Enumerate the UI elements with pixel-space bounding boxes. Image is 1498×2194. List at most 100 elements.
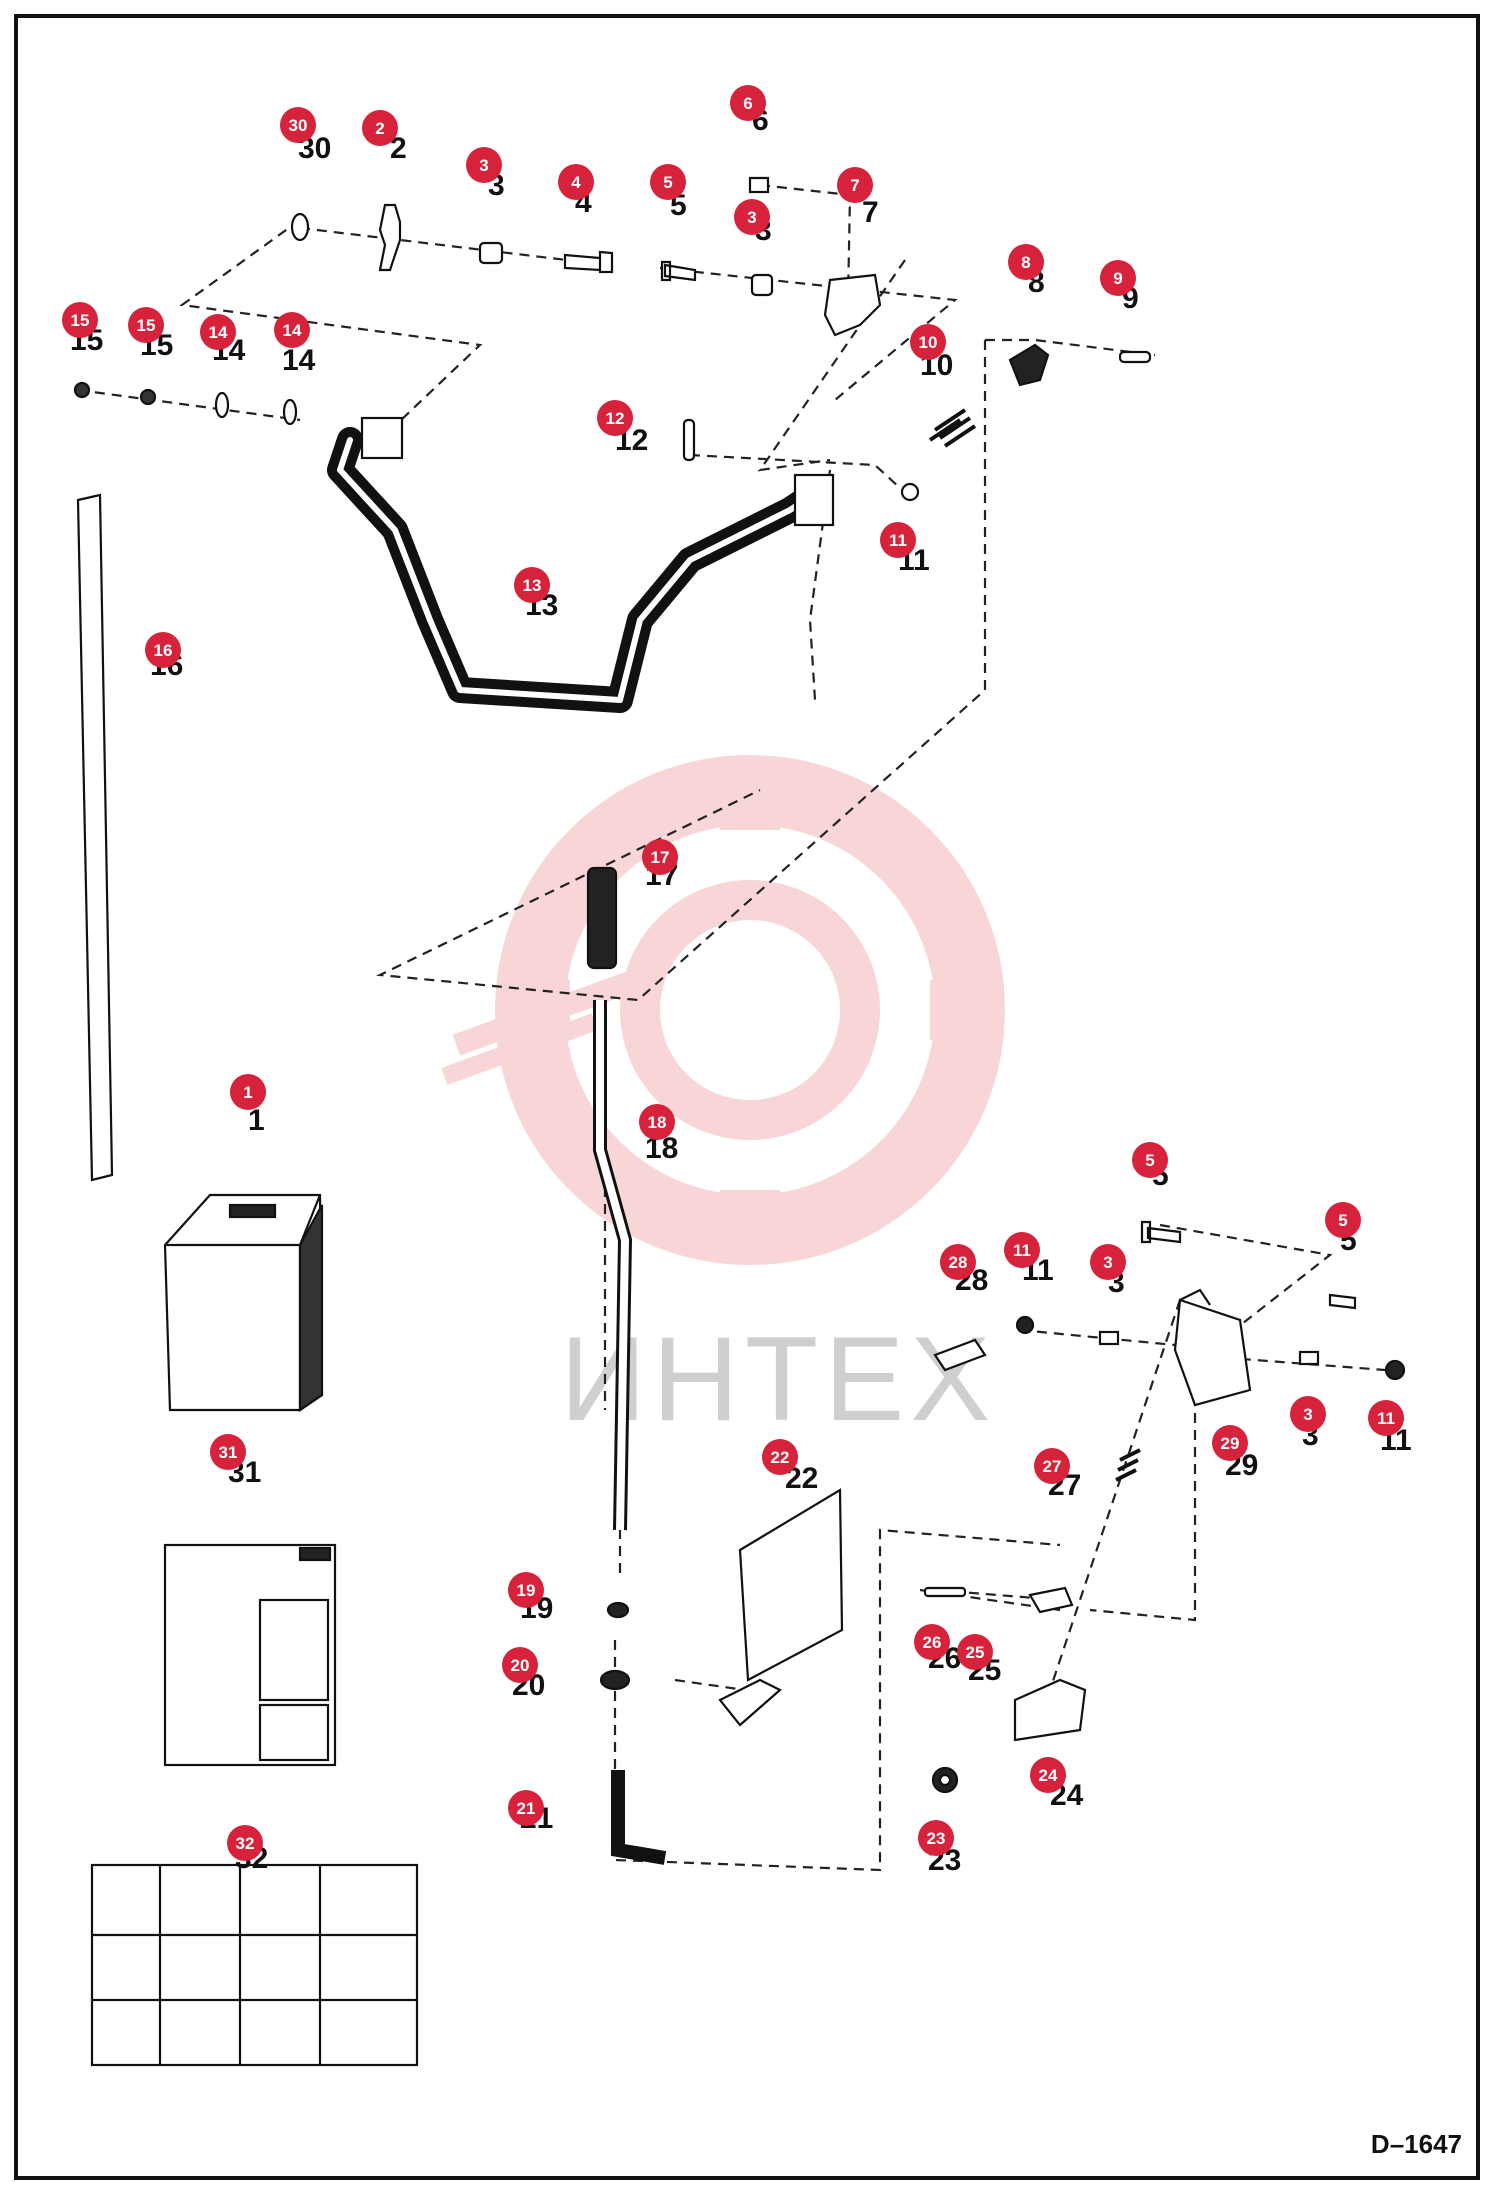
svg-text:22: 22 xyxy=(771,1448,790,1467)
callout-4: 4 xyxy=(558,164,594,200)
label-num: 7 xyxy=(862,196,879,229)
callout-3c: 3 xyxy=(1090,1244,1126,1280)
svg-text:23: 23 xyxy=(927,1829,946,1848)
svg-text:29: 29 xyxy=(1221,1434,1240,1453)
callout-1: 1 xyxy=(230,1074,266,1110)
callout-5b: 5 xyxy=(1132,1142,1168,1178)
svg-text:26: 26 xyxy=(923,1633,942,1652)
callout-11b: 11 xyxy=(1004,1232,1040,1268)
svg-text:12: 12 xyxy=(606,409,625,428)
callout-6: 6 xyxy=(730,85,766,121)
callout-7: 7 xyxy=(837,167,873,203)
callout-11a: 11 xyxy=(880,522,916,558)
callout-19: 19 xyxy=(508,1572,544,1608)
diagram-border xyxy=(14,14,1480,2180)
callout-24: 24 xyxy=(1030,1757,1066,1793)
callout-3b: 3 xyxy=(734,199,770,235)
part-bracket-2 xyxy=(378,203,402,272)
svg-text:3: 3 xyxy=(1303,1405,1312,1424)
svg-text:8: 8 xyxy=(1021,253,1030,272)
label-num: 14 xyxy=(282,344,316,377)
callout-5c: 5 xyxy=(1325,1202,1361,1238)
part-nut-15b xyxy=(139,388,157,406)
part-bolt-4 xyxy=(563,250,614,274)
svg-text:3: 3 xyxy=(747,208,756,227)
svg-text:11: 11 xyxy=(889,531,907,550)
svg-text:1: 1 xyxy=(243,1083,252,1102)
part-bolt-5c xyxy=(1328,1293,1357,1310)
part-bushing-3c xyxy=(1098,1330,1120,1346)
part-spring-10 xyxy=(928,408,977,448)
callout-29: 29 xyxy=(1212,1425,1248,1461)
parts xyxy=(73,176,1406,2067)
callout-16: 16 xyxy=(145,632,181,668)
callout-23: 23 xyxy=(918,1820,954,1856)
callout-14b: 14 xyxy=(274,312,310,348)
part-pivot-8 xyxy=(1008,343,1050,387)
svg-text:11: 11 xyxy=(1013,1241,1031,1260)
part-nut-15a xyxy=(73,381,91,399)
callout-26: 26 xyxy=(914,1624,950,1660)
svg-text:3: 3 xyxy=(479,156,488,175)
part-bolt-5a xyxy=(660,260,697,282)
callout-9: 9 xyxy=(1100,260,1136,296)
callout-32: 32 xyxy=(227,1825,263,1861)
svg-text:10: 10 xyxy=(919,333,938,352)
callout-30: 30 xyxy=(280,107,316,143)
svg-text:3: 3 xyxy=(1103,1253,1112,1272)
svg-text:15: 15 xyxy=(137,316,156,335)
part-washer-14a xyxy=(214,391,230,419)
part-box-1 xyxy=(163,1193,324,1412)
svg-text:7: 7 xyxy=(850,176,859,195)
watermark-text: ИНТЕХ xyxy=(560,1312,996,1446)
part-bracket-29 xyxy=(1173,1298,1252,1407)
svg-text:5: 5 xyxy=(1145,1151,1154,1170)
svg-text:24: 24 xyxy=(1039,1766,1058,1785)
drawing-id: D–1647 xyxy=(1370,2129,1462,2159)
label-num: 2 xyxy=(390,132,407,165)
part-bolt-5b xyxy=(1140,1220,1182,1244)
callout-25: 25 xyxy=(957,1634,993,1670)
callout-17: 17 xyxy=(642,839,678,875)
svg-text:28: 28 xyxy=(949,1253,968,1272)
part-bolt-6 xyxy=(748,176,770,194)
callout-12: 12 xyxy=(597,400,633,436)
svg-text:15: 15 xyxy=(71,311,90,330)
svg-text:21: 21 xyxy=(517,1799,536,1818)
part-bushing-3d xyxy=(1298,1350,1320,1366)
watermark-logo xyxy=(441,755,1005,1265)
svg-text:6: 6 xyxy=(743,94,752,113)
part-pin-9 xyxy=(1118,350,1152,364)
svg-text:30: 30 xyxy=(289,116,308,135)
part-handle-mount-left xyxy=(360,416,404,460)
part-bracket-24 xyxy=(1013,1678,1087,1742)
part-plate-22 xyxy=(738,1488,844,1682)
svg-text:4: 4 xyxy=(571,173,581,192)
callout-18: 18 xyxy=(639,1104,675,1140)
part-decal-32 xyxy=(90,1863,419,2067)
part-plate-28 xyxy=(933,1338,987,1372)
svg-text:5: 5 xyxy=(1338,1211,1347,1230)
part-nut-11c xyxy=(1384,1359,1406,1381)
svg-text:13: 13 xyxy=(523,576,542,595)
callout-3d: 3 xyxy=(1290,1396,1326,1432)
part-washer-14b xyxy=(282,398,298,426)
part-handle-mount-right xyxy=(793,473,835,527)
part-link-25 xyxy=(1028,1586,1074,1614)
svg-text:14: 14 xyxy=(283,321,302,340)
part-collar-20 xyxy=(599,1669,631,1691)
svg-text:18: 18 xyxy=(648,1113,667,1132)
svg-text:5: 5 xyxy=(663,173,672,192)
part-ring-19 xyxy=(606,1601,630,1619)
callout-27: 27 xyxy=(1034,1448,1070,1484)
callout-3a: 3 xyxy=(466,147,502,183)
callout-11c: 11 xyxy=(1368,1400,1404,1436)
part-nut-11a xyxy=(900,482,920,502)
part-bushing-3a xyxy=(478,241,504,265)
label-num: 1 xyxy=(248,1104,265,1137)
callout-13: 13 xyxy=(514,567,550,603)
callout-28: 28 xyxy=(940,1244,976,1280)
part-spring-27 xyxy=(1115,1448,1141,1482)
callout-5a: 5 xyxy=(650,164,686,200)
